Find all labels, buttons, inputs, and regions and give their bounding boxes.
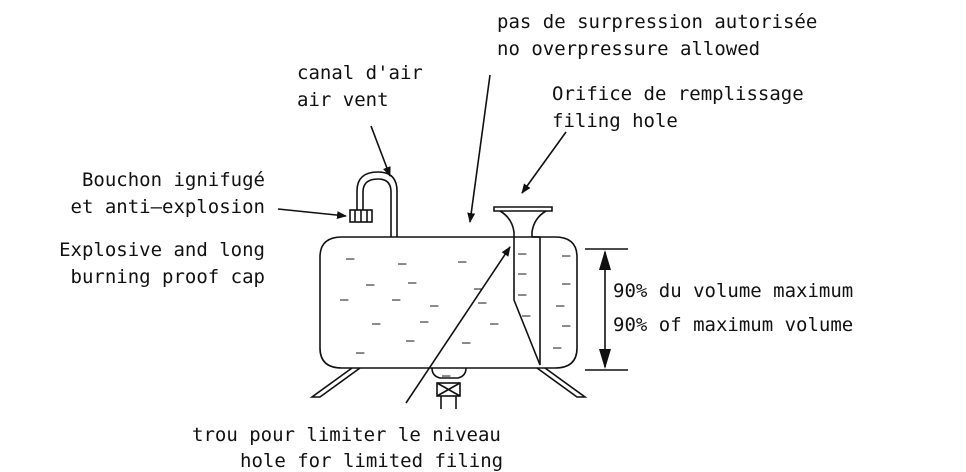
volume-dimension — [585, 248, 628, 371]
svg-text:—: — — [420, 314, 429, 330]
label-filling-hole-fr: Orifice de remplissage — [552, 83, 804, 105]
label-no-overpressure-fr: pas de surpression autorisée — [497, 11, 817, 33]
label-air-vent-fr: canal d'air — [297, 62, 423, 84]
svg-text:—: — — [490, 316, 499, 332]
tank-leg-left — [309, 367, 361, 398]
label-volume-en: 90% of maximum volume — [613, 314, 853, 336]
svg-text:—: — — [518, 266, 527, 282]
svg-text:—: — — [474, 281, 483, 297]
drain-valve — [431, 367, 467, 409]
label-cap-en-2: burning proof cap — [71, 266, 265, 288]
label-level-hole-en: hole for limited filing — [240, 450, 503, 472]
svg-text:—: — — [408, 275, 417, 291]
svg-text:—: — — [398, 256, 407, 272]
label-air-vent-en: air vent — [297, 89, 389, 111]
label-filling-hole-en: filing hole — [552, 110, 678, 132]
label-cap-fr-2: et anti—explosion — [71, 196, 265, 218]
label-level-hole-fr: trou pour limiter le niveau — [192, 424, 501, 446]
air-vent-pipe-inner — [356, 171, 398, 237]
label-volume-fr: 90% du volume maximum — [613, 280, 853, 302]
air-vent-pipe — [362, 178, 392, 237]
svg-text:—: — — [430, 298, 439, 314]
svg-text:—: — — [392, 292, 401, 308]
svg-text:—: — — [556, 298, 565, 314]
arrow-level-hole — [405, 246, 511, 404]
arrow-cap — [277, 208, 347, 220]
svg-text:—: — — [366, 277, 375, 293]
label-cap-fr-1: Bouchon ignifugé — [82, 169, 265, 191]
arrow-filling-hole — [521, 131, 567, 194]
svg-text:—: — — [372, 316, 381, 332]
svg-text:—: — — [518, 287, 527, 303]
label-no-overpressure-en: no overpressure allowed — [497, 38, 760, 60]
label-cap-en-1: Explosive and long — [59, 239, 265, 261]
svg-text:—: — — [562, 318, 571, 334]
svg-text:—: — — [562, 248, 571, 264]
tank-leg-right — [536, 367, 588, 398]
svg-text:—: — — [346, 251, 355, 267]
arrow-no-overpressure — [467, 74, 491, 223]
svg-text:—: — — [356, 345, 365, 361]
svg-text:—: — — [518, 246, 527, 262]
svg-text:—: — — [406, 333, 415, 349]
svg-text:—: — — [458, 254, 467, 270]
liquid-marks: — — — — — — — — — — — — — — — — — — — — … — [340, 246, 571, 384]
svg-text:—: — — [562, 276, 571, 292]
tank-body — [319, 236, 578, 369]
arrow-air-vent — [370, 125, 391, 177]
flameproof-cap — [349, 209, 373, 223]
svg-text:—: — — [522, 308, 531, 324]
svg-text:—: — — [462, 335, 471, 351]
svg-text:—: — — [442, 368, 451, 384]
svg-text:—: — — [553, 340, 562, 356]
filling-funnel — [493, 206, 553, 366]
svg-text:—: — — [478, 295, 487, 311]
svg-text:—: — — [340, 292, 349, 308]
